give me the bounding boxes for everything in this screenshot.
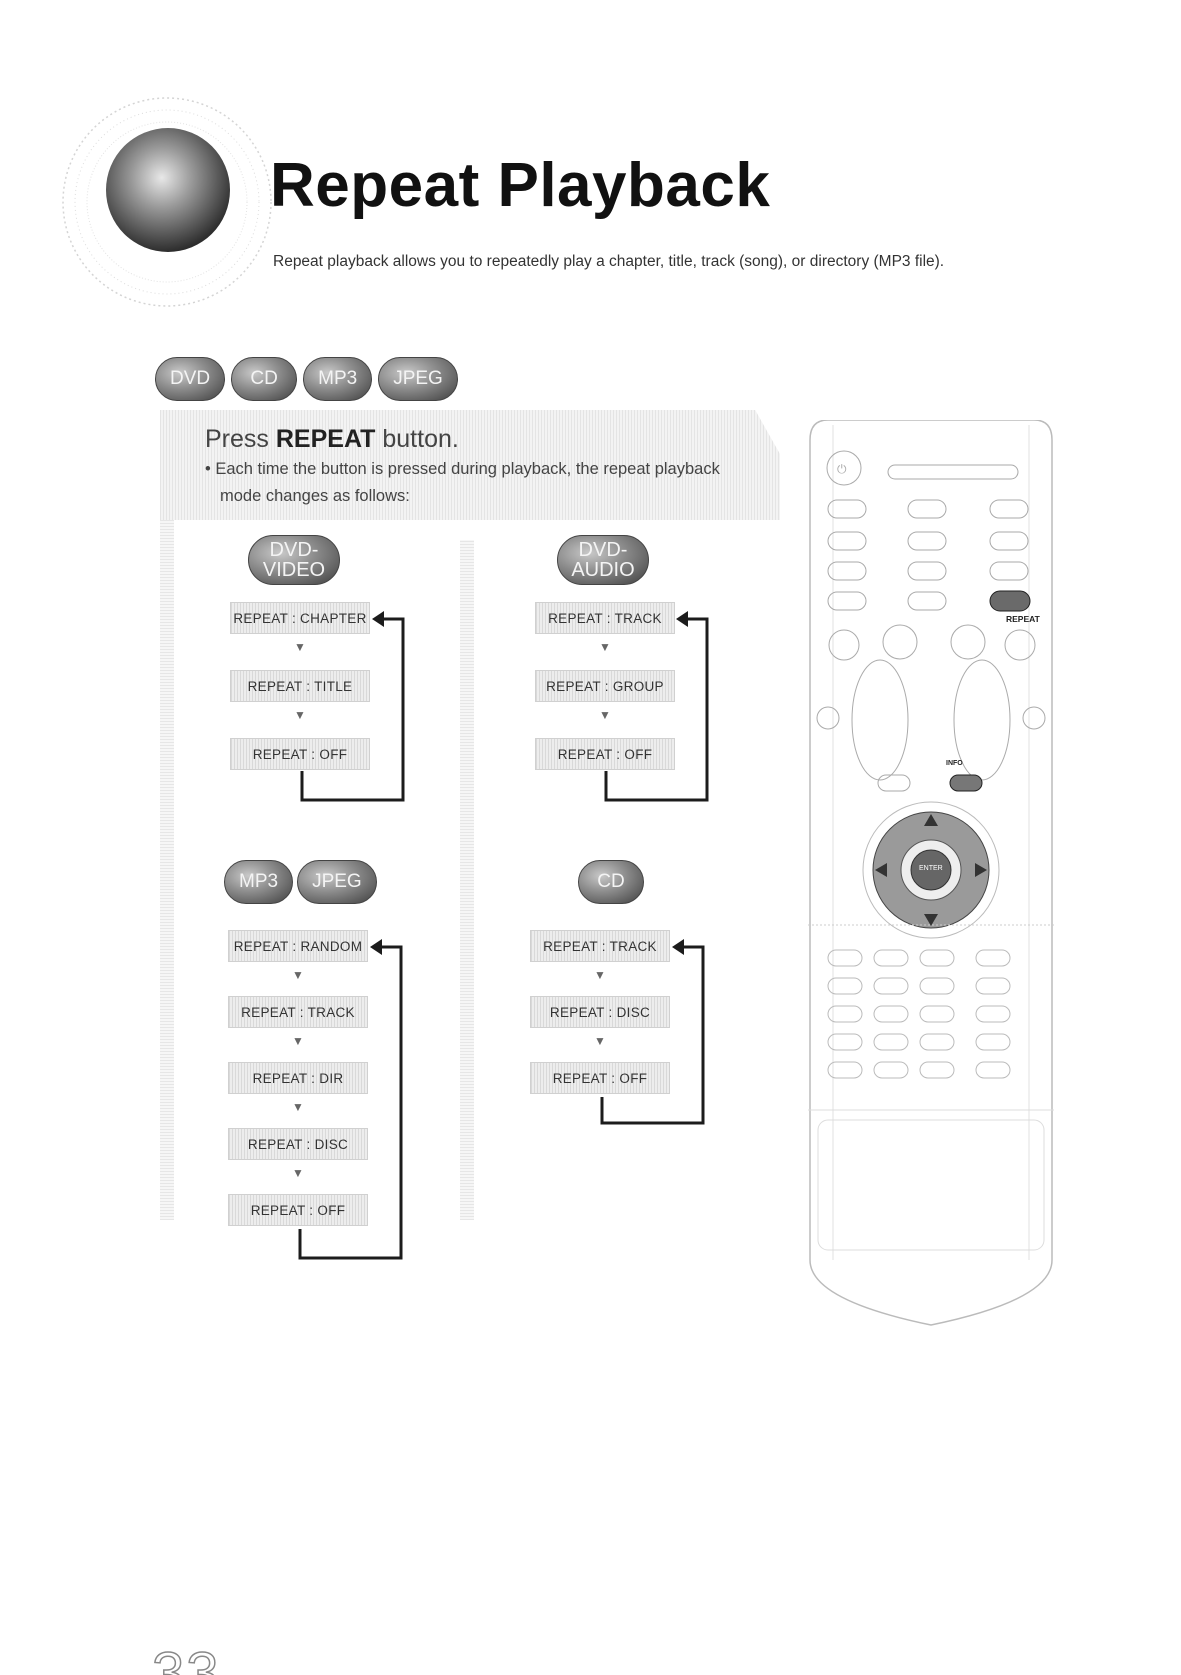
instruction-title-prefix: Press — [205, 425, 276, 453]
step-repeat-off: REPEAT : OFF — [535, 738, 675, 770]
down-arrow-icon: ▼ — [599, 708, 611, 722]
badge-dvd-audio: DVD- AUDIO — [557, 535, 649, 585]
badge-dvd: DVD — [155, 357, 226, 401]
instruction-line-2: mode changes as follows: — [220, 487, 410, 505]
step-repeat-disc: REPEAT : DISC — [530, 996, 670, 1028]
down-arrow-icon: ▼ — [294, 708, 306, 722]
badge-dvd-audio-line1: DVD- — [578, 539, 628, 561]
step-repeat-chapter: REPEAT : CHAPTER — [230, 602, 370, 634]
badge-dvd-video: DVD- VIDEO — [248, 535, 340, 585]
instruction-title: Press REPEAT button. — [205, 425, 459, 454]
loop-arrow-icon — [600, 939, 705, 1125]
step-repeat-random: REPEAT : RANDOM — [228, 930, 368, 962]
instruction-panel — [160, 410, 780, 520]
step-repeat-track: REPEAT : TRACK — [530, 930, 670, 962]
instruction-line-1: • Each time the button is pressed during… — [205, 460, 720, 478]
badge-dvd-video-line1: DVD- — [269, 539, 319, 561]
badge-mp3: MP3 — [224, 860, 294, 904]
step-repeat-dir: REPEAT : DIR — [228, 1062, 368, 1094]
down-arrow-icon: ▼ — [292, 1166, 304, 1180]
disc-type-badges: DVD CD MP3 JPEG — [155, 357, 458, 401]
badge-cd: CD — [578, 860, 644, 904]
step-repeat-off: REPEAT : OFF — [228, 1194, 368, 1226]
down-arrow-icon: ▼ — [599, 640, 611, 654]
step-repeat-off: REPEAT : OFF — [230, 738, 370, 770]
step-repeat-track: REPEAT : TRACK — [228, 996, 368, 1028]
remote-control-illustration: ⏻ — [808, 420, 1054, 1326]
down-arrow-icon: ▼ — [292, 968, 304, 982]
down-arrow-icon: ▼ — [594, 968, 606, 982]
page-title: Repeat Playback — [270, 151, 771, 220]
down-arrow-icon: ▼ — [294, 640, 306, 654]
down-arrow-icon: ▼ — [594, 1034, 606, 1048]
svg-text:⏻: ⏻ — [837, 462, 847, 476]
step-repeat-disc: REPEAT : DISC — [228, 1128, 368, 1160]
middle-column-strip — [460, 540, 474, 1220]
badge-cd: CD — [231, 357, 298, 401]
badge-jpeg: JPEG — [297, 860, 377, 904]
badge-dvd-audio-line2: AUDIO — [571, 559, 635, 581]
down-arrow-icon: ▼ — [292, 1034, 304, 1048]
loop-arrow-icon — [604, 611, 709, 802]
page-number: 33 — [151, 1640, 221, 1675]
loop-arrow-icon — [298, 939, 403, 1260]
remote-repeat-label: REPEAT — [1006, 614, 1040, 624]
loop-arrow-icon — [300, 611, 405, 802]
step-repeat-track: REPEAT : TRACK — [535, 602, 675, 634]
instruction-title-suffix: button. — [375, 425, 459, 453]
remote-enter-label: ENTER — [919, 865, 943, 872]
disc-logo-graphic — [62, 97, 272, 307]
instruction-title-button: REPEAT — [275, 425, 376, 453]
left-column-strip — [160, 520, 174, 1220]
step-repeat-group: REPEAT : GROUP — [535, 670, 675, 702]
badge-mp3: MP3 — [303, 357, 373, 401]
step-repeat-title: REPEAT : TITLE — [230, 670, 370, 702]
step-repeat-off: REPEAT : OFF — [530, 1062, 670, 1094]
mp3-jpeg-badges: MP3 JPEG — [224, 860, 377, 904]
remote-info-label: INFO — [946, 760, 963, 767]
badge-jpeg: JPEG — [378, 357, 458, 401]
page-subtitle: Repeat playback allows you to repeatedly… — [273, 253, 945, 270]
badge-dvd-video-line2: VIDEO — [262, 559, 326, 581]
down-arrow-icon: ▼ — [292, 1100, 304, 1114]
